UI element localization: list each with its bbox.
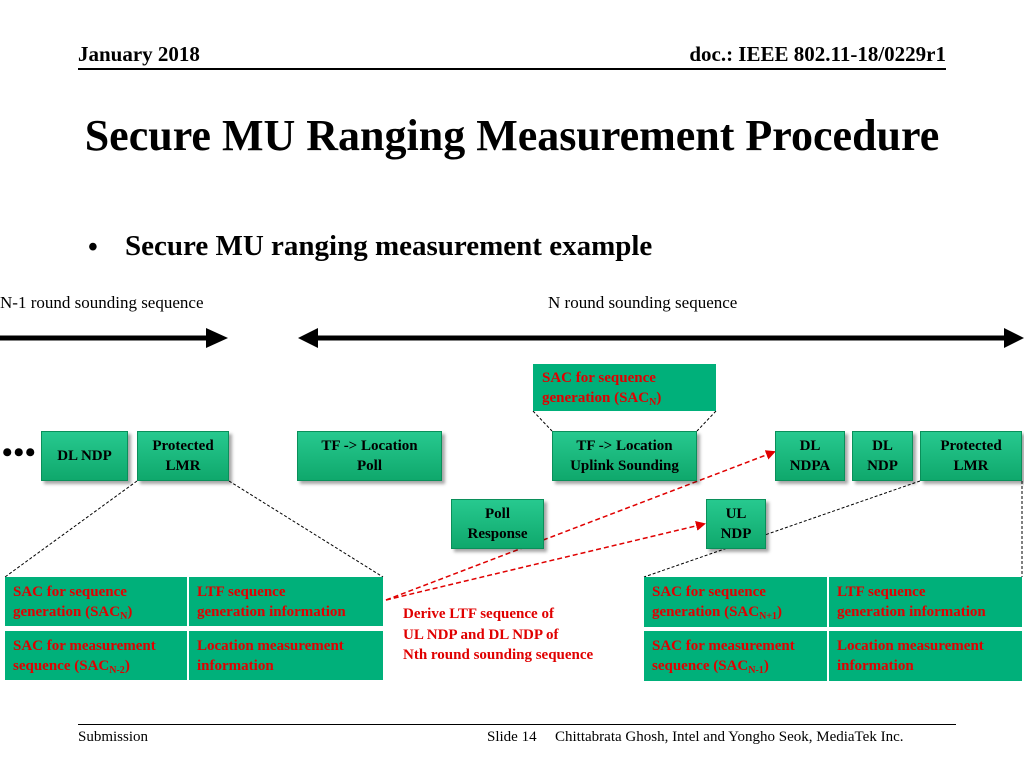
right-ltf-line1: LTF sequence xyxy=(837,584,926,600)
header-date: January 2018 xyxy=(78,42,200,66)
left-sac-sequence-line1: SAC for sequence xyxy=(13,584,127,600)
right-sac-sequence-cell: SAC for sequence generation (SACN+1) xyxy=(644,577,827,627)
tf-location-uplink-line1: TF -> Location xyxy=(576,438,673,454)
sac-top-line1: SAC for sequence xyxy=(542,370,656,386)
dl-ndpa-line1: DL xyxy=(799,438,821,454)
footer-submission: Submission xyxy=(78,729,149,745)
left-sac-sequence-line2: generation (SACN) xyxy=(13,604,133,622)
right-location-cell: Location measurement information xyxy=(829,631,1022,681)
left-ltf-line1: LTF sequence xyxy=(197,584,286,600)
ul-ndp-line2: NDP xyxy=(720,526,752,542)
right-sac-sequence-line2: generation (SACN+1) xyxy=(652,604,782,622)
sac-sequence-generation-box: SAC for sequence generation (SACN) xyxy=(533,364,716,411)
protected-lmr-line1: Protected xyxy=(940,438,1002,454)
right-location-line1: Location measurement xyxy=(837,638,984,654)
left-sac-measurement-cell: SAC for measurement sequence (SACN-2) xyxy=(5,631,187,680)
left-sac-sequence-cell: SAC for sequence generation (SACN) xyxy=(5,577,187,626)
dl-ndp-frame: DL NDP xyxy=(852,431,913,481)
tf-location-uplink-frame: TF -> Location Uplink Sounding xyxy=(552,431,697,481)
header-doc-id: doc.: IEEE 802.11-18/0229r1 xyxy=(689,42,946,66)
dl-ndp-line1: DL xyxy=(872,438,893,454)
ul-ndp-line1: UL xyxy=(725,506,747,522)
protected-lmr-line2: LMR xyxy=(953,458,989,474)
left-ltf-cell: LTF sequence generation information xyxy=(189,577,383,626)
right-location-line2: information xyxy=(837,658,914,674)
derive-arrow-dl-ndpa xyxy=(385,450,776,601)
left-location-line1: Location measurement xyxy=(197,638,344,654)
footer-divider xyxy=(78,724,956,725)
left-lmr-connector-left xyxy=(4,480,138,578)
left-location-line2: information xyxy=(197,658,274,674)
dl-ndpa-frame: DL NDPA xyxy=(775,431,845,481)
curr-sequence-arrow-right-head xyxy=(1004,328,1024,348)
ul-ndp-frame: UL NDP xyxy=(706,499,766,549)
derive-ltf-note: Derive LTF sequence of UL NDP and DL NDP… xyxy=(403,604,593,666)
right-sac-measurement-cell: SAC for measurement sequence (SACN-1) xyxy=(644,631,827,681)
right-sac-sequence-line1: SAC for sequence xyxy=(652,584,766,600)
protected-lmr-prev-line2: LMR xyxy=(165,458,201,474)
left-lmr-connector-right xyxy=(228,480,384,578)
curr-sequence-arrow-left-head xyxy=(298,328,318,348)
header-divider xyxy=(78,68,946,70)
dl-ndp-prev-label: DL NDP xyxy=(57,448,112,464)
derive-arrow-ul-ndp xyxy=(385,520,706,601)
footer-slide-number: Slide 14 xyxy=(487,729,537,745)
sac-top-connector-left xyxy=(532,410,553,432)
derive-line3: Nth round sounding sequence xyxy=(403,647,594,663)
left-sac-measurement-line1: SAC for measurement xyxy=(13,638,156,654)
footer-authors: Chittabrata Ghosh, Intel and Yongho Seok… xyxy=(555,729,904,745)
dl-ndp-prev-frame: DL NDP xyxy=(41,431,128,481)
prev-sequence-label: N-1 round sounding sequence xyxy=(0,293,204,312)
left-sac-measurement-line2: sequence (SACN-2) xyxy=(13,658,130,676)
sac-top-line2: generation (SACN) xyxy=(542,390,662,408)
right-sac-measurement-line2: sequence (SACN-1) xyxy=(652,658,769,676)
right-ltf-line2: generation information xyxy=(837,604,986,620)
curr-sequence-label: N round sounding sequence xyxy=(548,293,738,312)
dl-ndpa-line2: NDPA xyxy=(789,458,831,474)
slide-title: Secure MU Ranging Measurement Procedure xyxy=(84,111,940,160)
protected-lmr-frame: Protected LMR xyxy=(920,431,1022,481)
poll-response-line2: Response xyxy=(467,526,528,542)
sac-top-connector-right xyxy=(696,410,717,432)
right-sac-measurement-line1: SAC for measurement xyxy=(652,638,795,654)
right-lmr-connector-left xyxy=(643,480,921,578)
tf-location-poll-line2: Poll xyxy=(357,458,382,474)
bullet-text: Secure MU ranging measurement example xyxy=(125,230,653,262)
left-ltf-line2: generation information xyxy=(197,604,346,620)
tf-location-uplink-line2: Uplink Sounding xyxy=(570,458,679,474)
tf-location-poll-frame: TF -> Location Poll xyxy=(297,431,442,481)
ellipsis-icon: ••• xyxy=(2,436,37,469)
tf-location-poll-line1: TF -> Location xyxy=(321,438,418,454)
derive-line2: UL NDP and DL NDP of xyxy=(403,626,559,643)
dl-ndp-line2: NDP xyxy=(867,458,898,474)
left-location-cell: Location measurement information xyxy=(189,631,383,680)
poll-response-line1: Poll xyxy=(485,506,510,522)
right-ltf-cell: LTF sequence generation information xyxy=(829,577,1022,627)
poll-response-frame: Poll Response xyxy=(451,499,544,549)
prev-sequence-arrow-head xyxy=(206,328,228,348)
bullet-icon: • xyxy=(88,232,98,263)
derive-line1: Derive LTF sequence of xyxy=(403,606,554,622)
protected-lmr-prev-line1: Protected xyxy=(152,438,214,454)
protected-lmr-prev-frame: Protected LMR xyxy=(137,431,229,481)
